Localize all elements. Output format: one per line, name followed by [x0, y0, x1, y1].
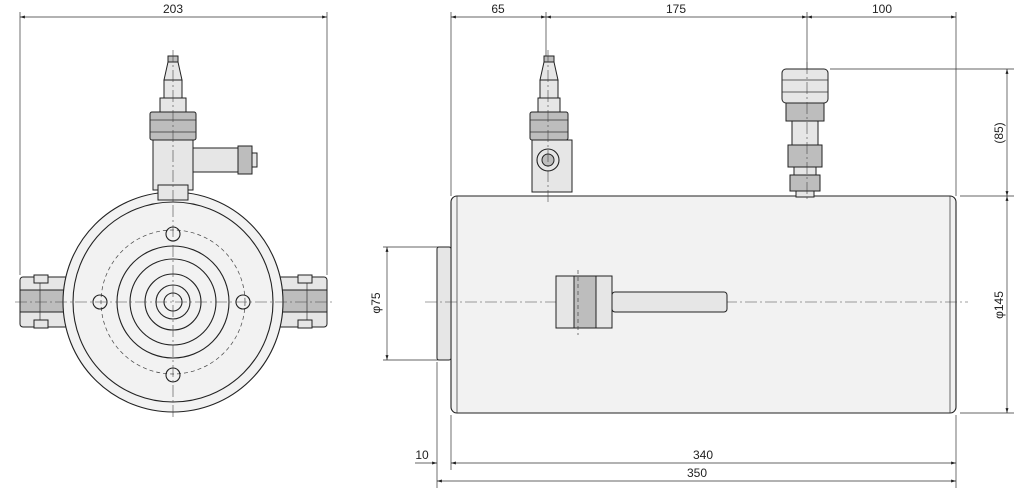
dim-175: 175: [666, 2, 686, 16]
front-view: 203: [15, 2, 335, 420]
dim-85: (85): [992, 122, 1006, 143]
dim-340: 340: [693, 448, 713, 462]
dim-dia-145: φ145: [992, 291, 1006, 319]
side-bracket: [555, 270, 728, 335]
dim-dia-75: φ75: [369, 292, 383, 313]
side-valve-left: [529, 50, 573, 202]
dim-100: 100: [872, 2, 892, 16]
side-connector-right: [781, 62, 829, 202]
right-bracket: [276, 274, 328, 329]
dim-350: 350: [687, 466, 707, 480]
dim-front-width: 203: [163, 2, 183, 16]
side-view: 65 175 100 (85) φ145 φ75: [369, 2, 1014, 488]
dim-65: 65: [491, 2, 505, 16]
piston-end: [436, 246, 452, 361]
front-valve: [149, 50, 258, 201]
dim-10: 10: [415, 448, 429, 462]
